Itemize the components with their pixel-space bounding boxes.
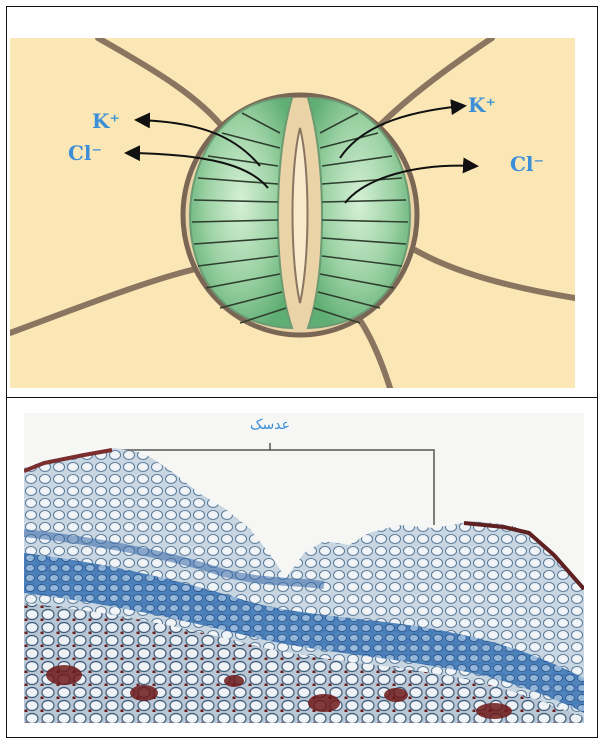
cl-right-label: Cl⁻ bbox=[510, 152, 544, 176]
stomatal-pore bbox=[293, 128, 308, 303]
stomata-svg: K⁺ Cl⁻ K⁺ Cl⁻ bbox=[10, 38, 575, 388]
lenticel-caption: عدسک bbox=[250, 417, 290, 433]
panel-divider bbox=[6, 397, 598, 398]
stomata-diagram: K⁺ Cl⁻ K⁺ Cl⁻ bbox=[10, 38, 575, 388]
lenticel-svg: عدسک bbox=[24, 413, 584, 723]
lenticel-micrograph: عدسک bbox=[24, 413, 584, 723]
cl-left-label: Cl⁻ bbox=[68, 141, 102, 165]
k-left-label: K⁺ bbox=[92, 109, 120, 133]
k-right-label: K⁺ bbox=[468, 93, 496, 117]
